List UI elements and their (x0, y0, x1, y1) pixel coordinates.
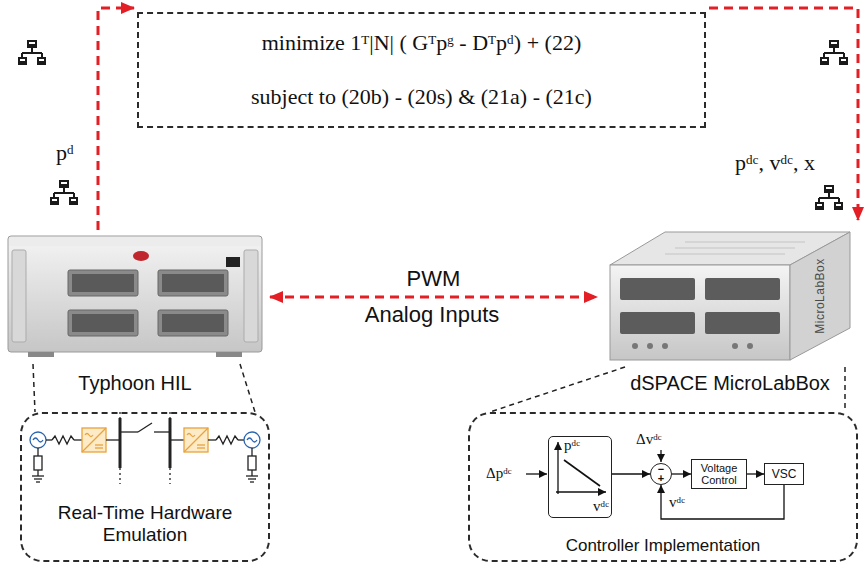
hil-device-illustration (8, 236, 262, 357)
connector (612, 473, 650, 474)
connector (672, 473, 691, 474)
edge-label: PWM (405, 266, 463, 292)
signal-name: Δvᵈᶜ (636, 430, 662, 448)
objective-text: minimize 1ᵀ|N| ( Gᵀpᵍ - Dᵀpᵈ) + (22) (262, 30, 581, 56)
connector (33, 364, 35, 412)
controller-panel: Controller Implementation pᵈᶜ vᵈᶜ −+ Voltage… (468, 412, 858, 562)
signal-name: pᵈ (56, 140, 74, 166)
microlabbox-illustration (610, 232, 850, 360)
connector (98, 8, 134, 230)
input-arrows (526, 450, 661, 474)
connector (709, 8, 858, 220)
circuit-illustration (30, 412, 260, 484)
signal-name: pᵈᶜ, vᵈᶜ, x⃡ (735, 150, 832, 176)
constraint-text: subject to (20b) - (20s) & (21a) - (21c) (251, 84, 592, 110)
axis-label: vᵈᶜ (593, 497, 609, 515)
sign: + (658, 474, 664, 483)
panel-title: Real-Time Hardware Emulation (54, 502, 236, 546)
droop-box: pᵈᶜ vᵈᶜ (548, 436, 612, 518)
hil-device: Typhoon HIL (8, 230, 262, 362)
link-label: Analog Inputs (365, 302, 500, 328)
device-label: Typhoon HIL (0, 372, 302, 395)
device-brand: MicroLabBox (813, 258, 827, 334)
signal-name: Δpᵈᶜ (486, 464, 512, 482)
process-box: VSC (764, 463, 804, 485)
device-label: dSPACE MicroLabBox (565, 372, 865, 395)
connector (270, 296, 597, 299)
axis-label: pᵈᶜ (564, 436, 580, 454)
connector (490, 367, 625, 412)
objective-box: minimize 1ᵀ|N| ( Gᵀpᵍ - Dᵀpᵈ) + (22) subj… (137, 12, 706, 128)
network-icon (18, 40, 848, 210)
process-box: Voltage Control (691, 459, 747, 489)
sign: − (658, 465, 664, 474)
connector (747, 473, 764, 474)
droop-characteristic (556, 442, 606, 494)
block-label: VSC (772, 467, 797, 481)
edge-label: vᵈᶜ (667, 493, 687, 511)
summing-junction: −+ (650, 463, 672, 485)
block-label: Voltage Control (692, 462, 746, 486)
emulation-panel: Real-Time Hardware Emulation (20, 412, 270, 562)
panel-title: Controller Implementation (470, 536, 856, 556)
connector (661, 485, 784, 519)
